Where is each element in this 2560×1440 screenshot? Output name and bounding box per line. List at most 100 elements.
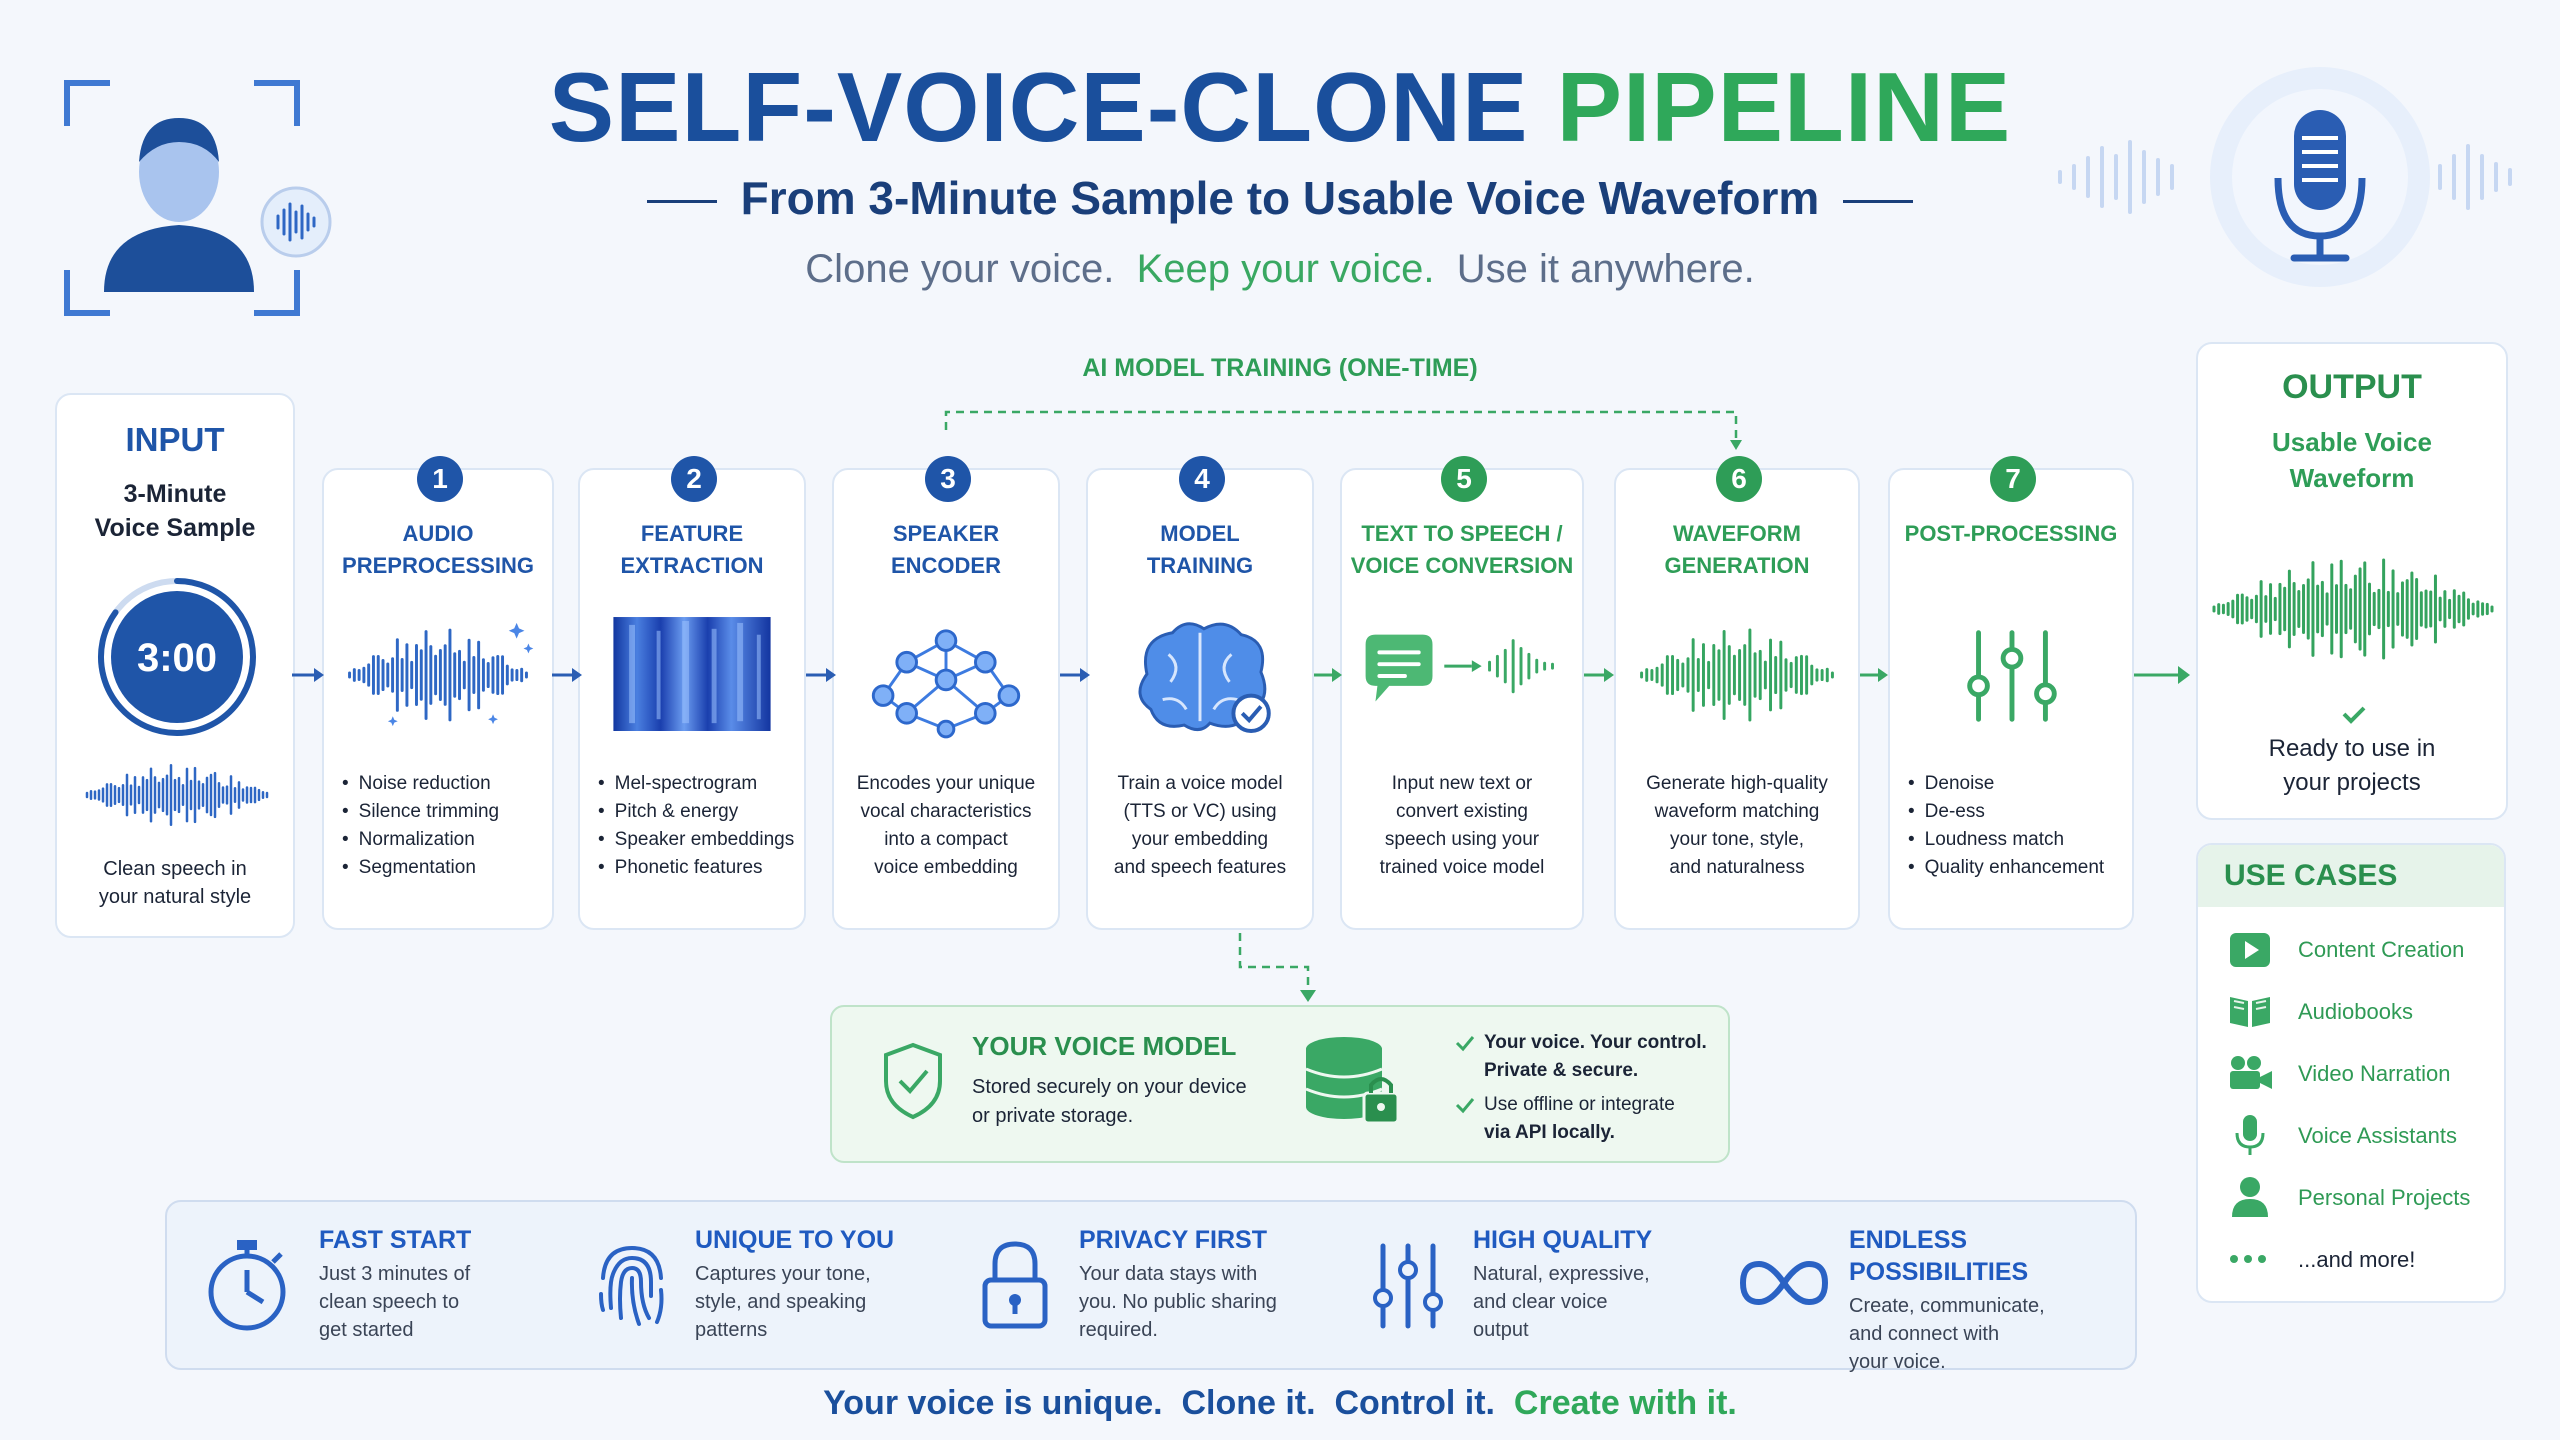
desc-line: Input new text or	[1391, 773, 1533, 794]
step-card-post-processing: 7 POST-PROCESSING Denoise De-ess Loudnes…	[1888, 456, 2134, 930]
subtitle-dash-left	[646, 200, 717, 204]
use-case-video-narration[interactable]: Video Narration	[2198, 1049, 2504, 1099]
feature-line: required.	[1079, 1319, 1158, 1341]
input-caption: Clean speech in your natural style	[57, 855, 293, 911]
check-1-line-2: Private & secure.	[1484, 1060, 1639, 1081]
use-case-content-creation[interactable]: Content Creation	[2198, 925, 2504, 975]
output-card: OUTPUT Usable Voice Waveform Ready to us…	[2196, 342, 2508, 820]
output-waveform-icon	[2212, 558, 2494, 660]
more-dots-icon	[2230, 1255, 2266, 1263]
desc-line: your embedding	[1131, 829, 1269, 850]
feature-line: Create, communicate,	[1849, 1295, 2045, 1317]
footer-part-3: Control it.	[1334, 1384, 1496, 1422]
voice-model-desc-line-1: Stored securely on your device	[972, 1076, 1247, 1098]
step-title-line-2: VOICE CONVERSION	[1350, 553, 1574, 578]
step-title-line-1: WAVEFORM	[1673, 521, 1801, 546]
page-subtitle: From 3-Minute Sample to Usable Voice Wav…	[0, 170, 2560, 226]
database-lock-icon	[1305, 1037, 1400, 1125]
feature-endless-possibilities: ENDLESS POSSIBILITIES Create, communicat…	[1849, 1224, 2135, 1376]
step-title-line-1: AUDIO	[402, 521, 474, 546]
feature-high-quality: HIGH QUALITY Natural, expressive,and cle…	[1473, 1224, 1652, 1344]
audio-waveform-icon	[348, 622, 534, 727]
step-card-tts-voice-conversion: 5 TEXT TO SPEECH / VOICE CONVERSION Input…	[1340, 456, 1584, 930]
step-number: 3	[925, 456, 971, 502]
use-case-label: Video Narration	[2298, 1061, 2451, 1086]
input-waveform	[85, 763, 269, 827]
step-title: TEXT TO SPEECH / VOICE CONVERSION	[1342, 518, 1582, 582]
microphone-icon	[2235, 1115, 2265, 1155]
sliders-icon	[1967, 630, 2057, 722]
play-icon	[2230, 933, 2270, 967]
person-icon	[2232, 1177, 2268, 1217]
use-case-label: Personal Projects	[2298, 1185, 2471, 1210]
feature-line: patterns	[695, 1319, 768, 1341]
step-title: POST-PROCESSING	[1890, 518, 2132, 550]
footer-part-2: Clone it.	[1181, 1384, 1316, 1422]
use-case-voice-assistants[interactable]: Voice Assistants	[2198, 1111, 2504, 1161]
fingerprint-icon	[599, 1245, 664, 1326]
sparkle-icon	[488, 714, 498, 725]
input-description: 3-Minute Voice Sample	[57, 477, 293, 545]
output-description: Usable Voice Waveform	[2198, 424, 2506, 496]
use-case-audiobooks[interactable]: Audiobooks	[2198, 987, 2504, 1037]
desc-line: and speech features	[1113, 857, 1287, 878]
output-ready-line-1: Ready to use in	[2268, 735, 2436, 762]
person-icon	[104, 118, 332, 292]
bullet-item: Pitch & energy	[598, 798, 798, 826]
use-case-personal-projects[interactable]: Personal Projects	[2198, 1173, 2504, 1223]
tagline-3: Use it anywhere.	[1456, 247, 1755, 291]
step-title-line-1: FEATURE	[640, 521, 744, 546]
input-heading: INPUT	[125, 421, 225, 458]
voice-model-check-1: Your voice. Your control. Private & secu…	[1484, 1029, 1707, 1085]
bullet-item: Loudness match	[1908, 826, 2126, 854]
title-part-1: SELF-VOICE-CLONE	[548, 52, 1529, 162]
output-line-2: Waveform	[2289, 463, 2415, 493]
bullet-item: Normalization	[342, 826, 546, 854]
spectrogram-icon	[613, 617, 771, 731]
step-title-line-2: ENCODER	[890, 553, 1001, 578]
input-line-2: Voice Sample	[94, 514, 256, 542]
step-number: 2	[671, 456, 717, 502]
neural-network-icon	[871, 629, 1021, 739]
flow-arrows	[292, 666, 2190, 684]
book-icon	[2230, 997, 2270, 1027]
input-line-1: 3-Minute	[123, 480, 227, 508]
footer-part-1: Your voice is unique.	[823, 1384, 1163, 1422]
output-heading: OUTPUT	[2282, 368, 2422, 406]
mic-wave-left	[2058, 140, 2174, 214]
step-title-line-2: EXTRACTION	[620, 553, 764, 578]
feature-line: Natural, expressive,	[1473, 1263, 1650, 1285]
step-number: 6	[1716, 456, 1762, 502]
sparkle-icon	[523, 643, 534, 654]
step-bullets: Denoise De-ess Loudness match Quality en…	[1908, 770, 2126, 882]
bullet-item: Mel-spectrogram	[598, 770, 798, 798]
step-title-line-1: TEXT TO SPEECH /	[1361, 521, 1563, 546]
page-title: SELF-VOICE-CLONE PIPELINE	[0, 52, 2560, 162]
step-title-line-1: POST-PROCESSING	[1904, 521, 2118, 546]
footer-tagline: Your voice is unique. Clone it. Control …	[0, 1384, 2560, 1423]
step-title-line-2: GENERATION	[1664, 553, 1810, 578]
timer-value: 3:00	[137, 636, 217, 680]
step-description: Input new text or convert existing speec…	[1348, 770, 1576, 882]
sparkle-icon	[387, 716, 398, 727]
feature-title: HIGH QUALITY	[1473, 1226, 1653, 1254]
desc-line: voice embedding	[874, 857, 1018, 878]
desc-line: vocal characteristics	[860, 801, 1032, 822]
step-title-line-1: SPEAKER	[892, 521, 1000, 546]
padlock-icon	[982, 1241, 1048, 1329]
step-card-feature-extraction: 2 FEATURE EXTRACTION Mel-spectrogram Pitc…	[578, 456, 806, 930]
use-case-more[interactable]: ...and more!	[2198, 1235, 2504, 1285]
voice-model-desc: Stored securely on your device or privat…	[972, 1073, 1247, 1131]
input-caption-1: Clean speech in	[103, 858, 247, 880]
step-description: Generate high-quality waveform matching …	[1622, 770, 1852, 882]
bullet-item: Segmentation	[342, 854, 546, 882]
step-number: 5	[1441, 456, 1487, 502]
video-camera-icon	[2230, 1056, 2272, 1089]
feature-line: you. No public sharing	[1079, 1291, 1277, 1313]
